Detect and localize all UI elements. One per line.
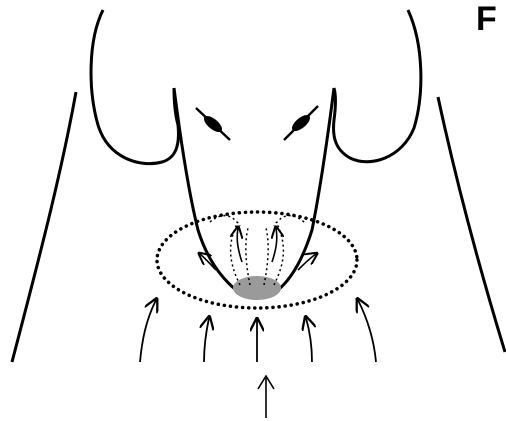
outer-body-line-left bbox=[12, 92, 76, 362]
main-upward-arrow bbox=[258, 376, 274, 418]
right-eye bbox=[284, 106, 318, 140]
incoming-arrow-5 bbox=[358, 300, 376, 362]
panel-label: F bbox=[476, 0, 497, 38]
incoming-arrows bbox=[140, 300, 376, 362]
nose-patch bbox=[233, 276, 281, 300]
incoming-arrow-2 bbox=[204, 318, 209, 362]
incoming-arrow-4 bbox=[306, 318, 312, 362]
head-right-contour bbox=[334, 10, 421, 162]
incoming-arrow-1 bbox=[140, 300, 156, 362]
outer-body-line-right bbox=[438, 97, 505, 352]
head-left-contour bbox=[91, 10, 178, 164]
left-eye bbox=[196, 108, 230, 140]
